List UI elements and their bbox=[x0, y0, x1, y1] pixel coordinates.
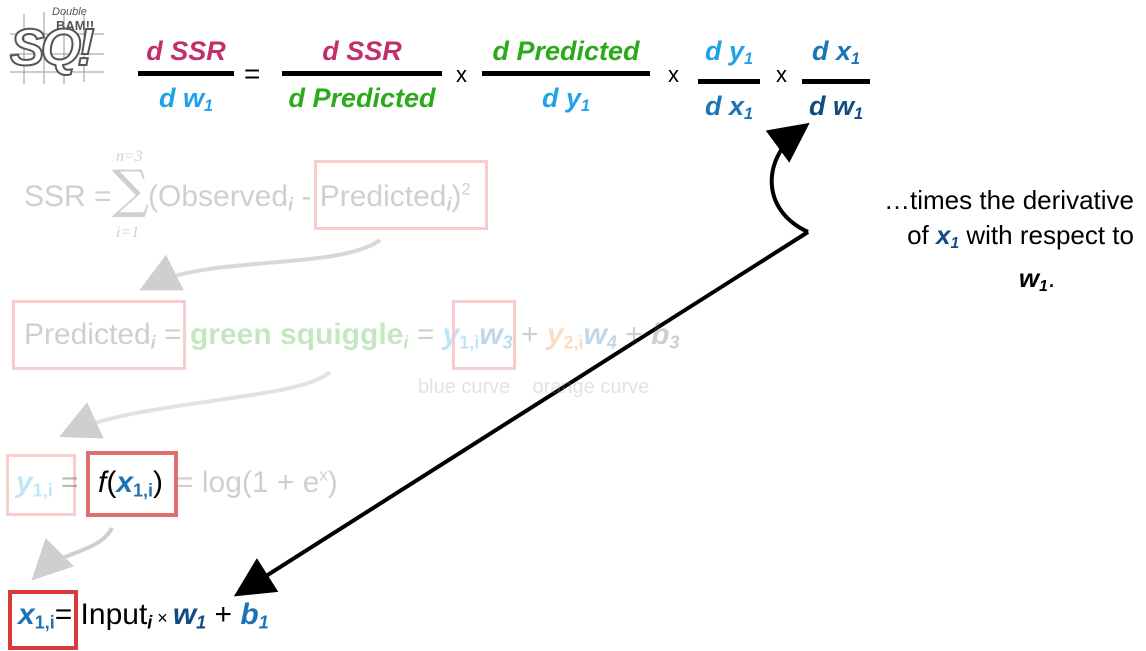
curve-note: blue curve orange curve bbox=[418, 376, 650, 398]
fraction-numerator: d SSR bbox=[146, 36, 226, 66]
highlight-box bbox=[6, 454, 76, 516]
fraction-denominator: d Predicted bbox=[288, 83, 436, 113]
fraction-denominator: d w1 bbox=[158, 83, 214, 116]
f-x-term: f(x1,i) bbox=[98, 466, 164, 501]
sigma-lower: i=1 bbox=[116, 224, 140, 241]
highlight-box bbox=[12, 300, 186, 370]
logo-line2: BAM!! bbox=[56, 18, 95, 33]
equals-sign: = bbox=[244, 58, 261, 89]
highlight-box bbox=[86, 451, 178, 517]
highlight-box bbox=[314, 160, 488, 230]
fraction-denominator: d y1 bbox=[541, 83, 591, 116]
y-lhs: y1,i = bbox=[16, 466, 79, 501]
faint-arrow-1 bbox=[139, 238, 382, 291]
fraction-dpredicted-dy1: d Predicted d y1 bbox=[482, 34, 650, 123]
fraction-numerator: d y1 bbox=[704, 36, 754, 69]
ssr-rhs: (Observedi - Predictedi)2 bbox=[148, 180, 471, 215]
statquest-logo: Double BAM!! SQ! bbox=[4, 4, 108, 88]
fraction-denominator: d w1 bbox=[808, 91, 864, 124]
fraction-denominator: d x1 bbox=[704, 91, 754, 124]
times-sign: x bbox=[776, 62, 787, 87]
fraction-bar bbox=[282, 71, 442, 76]
fraction-bar bbox=[138, 71, 234, 76]
fraction-dx1-dw1: d x1 d w1 bbox=[802, 34, 870, 131]
annotation-line3: w1. bbox=[1018, 262, 1056, 295]
annotation-line2: of x1 with respect to bbox=[907, 220, 1134, 252]
annotation-line1: …times the derivative bbox=[884, 185, 1134, 215]
fraction-numerator: d SSR bbox=[322, 36, 402, 66]
logo-letters: SQ! bbox=[9, 18, 95, 78]
fraction-dy1-dx1: d y1 d x1 bbox=[698, 34, 760, 131]
highlight-box bbox=[8, 590, 78, 650]
fraction-numerator: d x1 bbox=[811, 36, 861, 69]
highlight-box bbox=[452, 300, 516, 370]
pointer-arrow bbox=[233, 230, 810, 597]
faint-arrow-2 bbox=[59, 370, 332, 439]
sigma-upper: n=3 bbox=[116, 148, 143, 165]
y-rhs: = log(1 + ex) bbox=[176, 466, 338, 499]
times-sign: x bbox=[668, 62, 679, 87]
fraction-dssr-dw1: d SSR d w1 bbox=[138, 34, 234, 123]
annotation-text: …times the derivative of x1 with respect… bbox=[800, 183, 1134, 304]
fraction-bar bbox=[802, 79, 870, 85]
predicted-equation: Predictedi = green squigglei = y1,iw3 + … bbox=[24, 318, 680, 353]
fraction-bar bbox=[698, 79, 760, 85]
faint-arrow-3 bbox=[31, 526, 114, 581]
times-sign: x bbox=[456, 62, 467, 87]
logo-line1: Double bbox=[52, 6, 87, 18]
logo-sketch-icon bbox=[10, 12, 104, 84]
fraction-numerator: d Predicted bbox=[492, 36, 640, 66]
curved-arrow bbox=[765, 122, 810, 234]
fraction-dssr-dpredicted: d SSR d Predicted bbox=[282, 34, 442, 115]
sigma-symbol: ∑ bbox=[112, 160, 150, 220]
ssr-lhs: SSR = bbox=[24, 180, 112, 213]
x-equation: x1,i= Inputi × w1 + b1 bbox=[18, 598, 269, 633]
fraction-bar bbox=[482, 71, 650, 76]
